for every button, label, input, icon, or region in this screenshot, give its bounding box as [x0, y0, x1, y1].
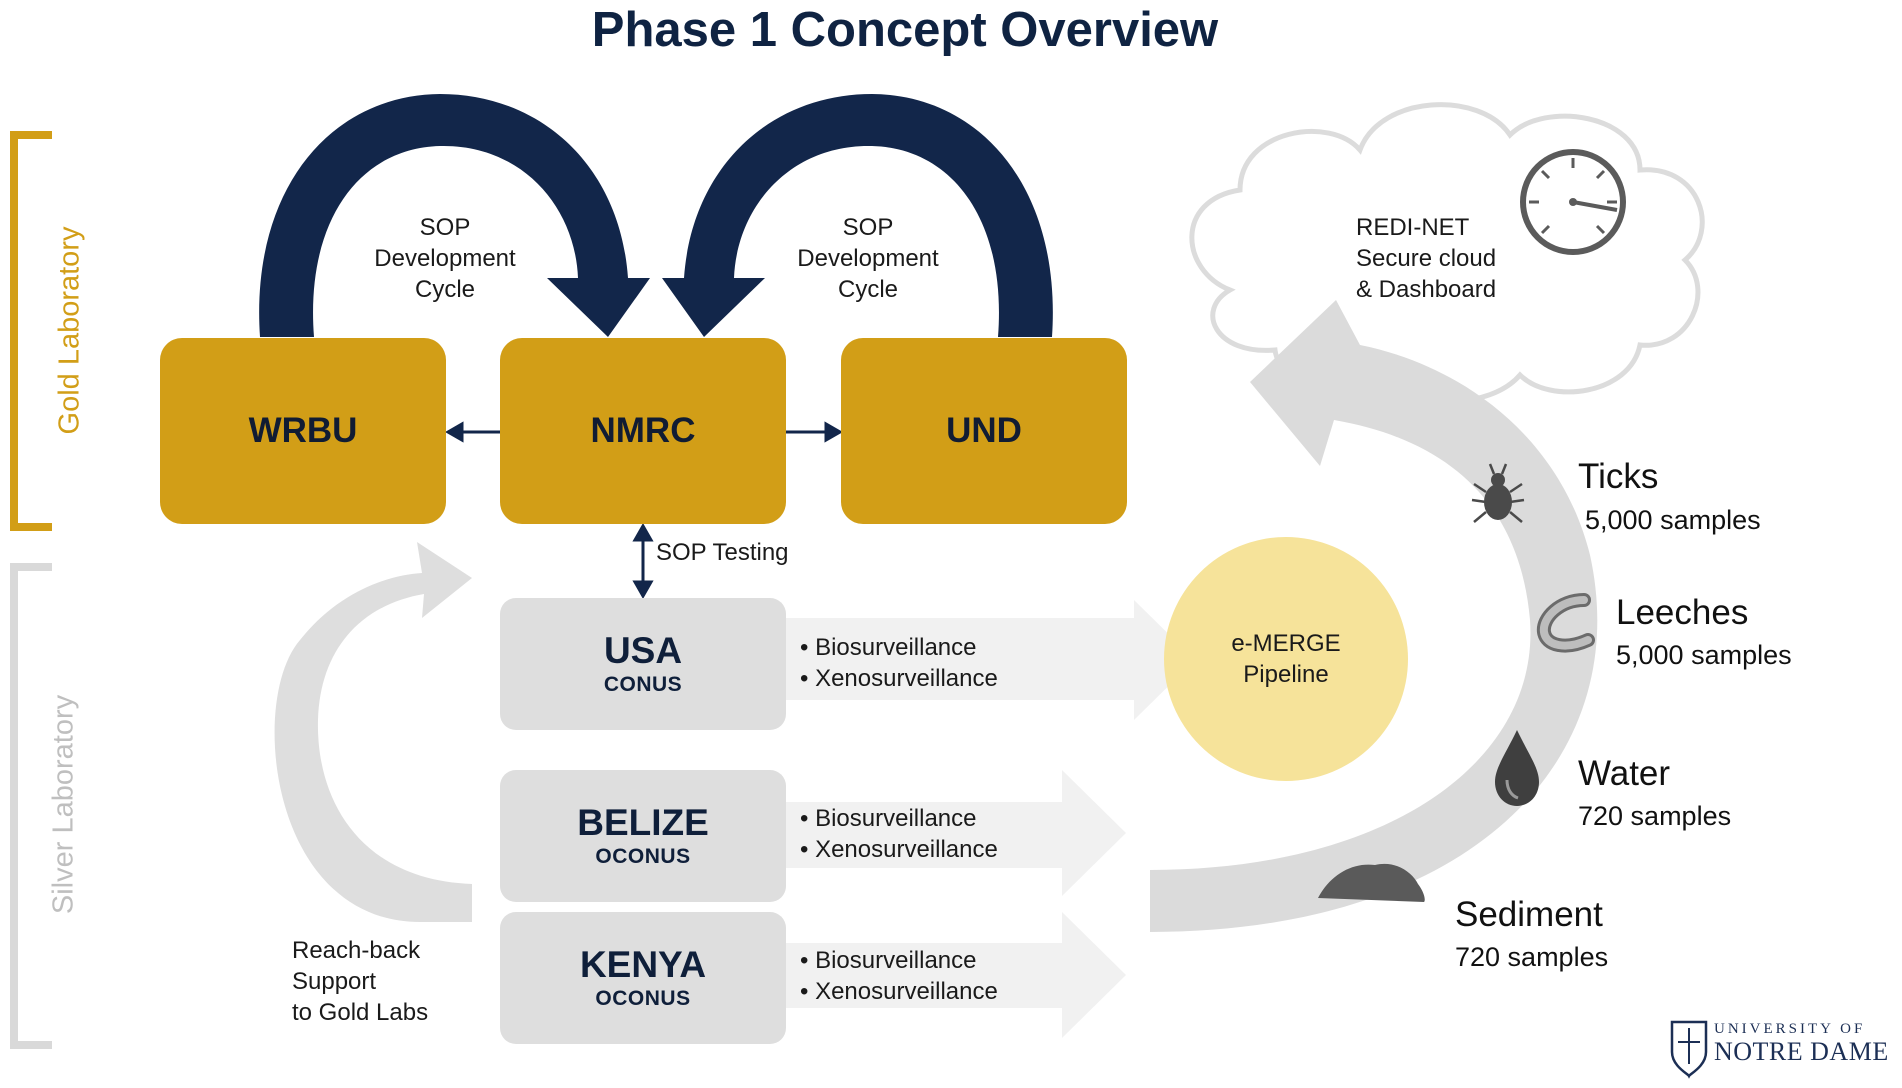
sop-cycle-line: SOP: [419, 214, 471, 241]
kenya-flow-arrow: [785, 912, 1126, 1038]
sample-name-sediment: Sediment: [1455, 895, 1603, 934]
lab-region: OCONUS: [595, 845, 691, 868]
tick-icon: [1471, 463, 1525, 523]
belize-flow-arrow: [785, 770, 1126, 896]
lab-box-belize: BELIZE OCONUS: [500, 770, 786, 902]
reach-back-line: Support: [292, 968, 377, 995]
sediment-icon: [1318, 863, 1425, 902]
kenya-activities: • Biosurveillance • Xenosurveillance: [800, 945, 998, 1007]
cloud-line: & Dashboard: [1356, 276, 1497, 303]
sop-cycle-line: Cycle: [414, 276, 475, 303]
emerge-pipeline-circle: e-MERGE Pipeline: [1164, 537, 1408, 781]
sop-cycle-line: Development: [374, 245, 516, 272]
reach-back-line: to Gold Labs: [292, 999, 429, 1026]
page-title: Phase 1 Concept Overview: [591, 3, 1219, 57]
nmrc-to-und-arrow: [786, 421, 844, 443]
cloud-label: REDI-NET Secure cloud & Dashboard: [1356, 212, 1496, 305]
activity-item: • Biosurveillance: [800, 805, 977, 832]
sample-count-sediment: 720 samples: [1455, 942, 1609, 972]
lab-box-usa: USA CONUS: [500, 598, 786, 730]
lab-box-kenya: KENYA OCONUS: [500, 912, 786, 1044]
water-drop-icon: [1495, 730, 1539, 806]
lab-name: KENYA: [579, 944, 707, 985]
lab-name: BELIZE: [577, 802, 709, 843]
reach-back-arrow: [274, 542, 472, 922]
pipeline-line: e-MERGE: [1231, 630, 1341, 657]
cloud-line: REDI-NET: [1356, 214, 1470, 241]
sop-testing-label: SOP Testing: [656, 539, 789, 566]
notre-dame-shield-icon: [1670, 1020, 1708, 1079]
gauge-icon: [1520, 149, 1626, 255]
nmrc-to-wrbu-arrow: [444, 421, 500, 443]
sample-count-ticks: 5,000 samples: [1585, 505, 1761, 535]
sample-name-ticks: Ticks: [1578, 457, 1659, 496]
pipeline-line: Pipeline: [1243, 661, 1329, 688]
sample-count-leeches: 5,000 samples: [1616, 640, 1792, 670]
sample-name-leeches: Leeches: [1616, 593, 1749, 632]
activity-item: • Xenosurveillance: [800, 665, 998, 692]
reach-back-line: Reach-back: [292, 937, 421, 964]
sop-cycle-line: Cycle: [837, 276, 898, 303]
lab-box-wrbu: WRBU: [160, 338, 446, 524]
cloud-line: Secure cloud: [1356, 245, 1497, 272]
notre-dame-logo: UNIVERSITY OF NOTRE DAME: [1664, 1016, 1894, 1076]
leech-icon: [1536, 593, 1595, 653]
sample-flow-arrow: [1150, 300, 1598, 932]
sop-cycle-line: SOP: [842, 214, 894, 241]
belize-activities: • Biosurveillance • Xenosurveillance: [800, 803, 998, 865]
activity-item: • Xenosurveillance: [800, 836, 998, 863]
reach-back-label: Reach-back Support to Gold Labs: [292, 935, 428, 1028]
sample-name-water: Water: [1578, 754, 1671, 793]
lab-box-nmrc: NMRC: [500, 338, 786, 524]
silver-bracket: [10, 563, 52, 1049]
activity-item: • Xenosurveillance: [800, 978, 998, 1005]
lab-box-und: UND: [841, 338, 1127, 524]
lab-region: CONUS: [603, 673, 683, 696]
activity-item: • Biosurveillance: [800, 634, 977, 661]
activity-item: • Biosurveillance: [800, 947, 977, 974]
sop-cycle-line: Development: [797, 245, 939, 272]
logo-line-1: UNIVERSITY OF: [1714, 1021, 1866, 1037]
usa-activities: • Biosurveillance • Xenosurveillance: [800, 632, 998, 694]
silver-laboratory-label: Silver Laboratory: [47, 694, 80, 915]
gold-laboratory-label: Gold Laboratory: [53, 226, 86, 435]
sop-cycle-label-right: SOP Development Cycle: [768, 212, 968, 305]
logo-line-2: NOTRE DAME: [1714, 1037, 1889, 1066]
lab-name: USA: [603, 630, 683, 671]
lab-region: OCONUS: [595, 987, 691, 1010]
sample-count-water: 720 samples: [1578, 801, 1732, 831]
sop-testing-arrow: [632, 522, 654, 600]
sop-cycle-arrow-right: [662, 94, 1053, 337]
usa-flow-arrow: [785, 600, 1195, 720]
gold-bracket: [10, 131, 52, 531]
sop-cycle-label-left: SOP Development Cycle: [345, 212, 545, 305]
sop-cycle-arrow-left: [259, 94, 650, 337]
